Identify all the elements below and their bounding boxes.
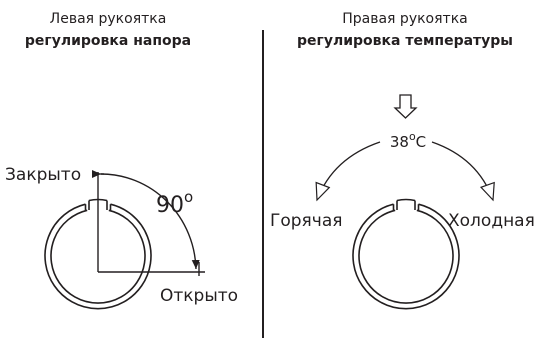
degree-symbol: o [184, 188, 193, 206]
angle-value: 90 [156, 193, 184, 218]
temperature-unit: C [416, 133, 426, 151]
temperature-degree: o [409, 130, 416, 143]
cold-label: Холодная [448, 211, 535, 231]
cold-arc-arrow [431, 141, 495, 202]
left-panel-subtitle: регулировка напора [25, 33, 191, 49]
left-panel-title: Левая рукоятка [50, 11, 167, 27]
right-panel-title: Правая рукоятка [342, 11, 468, 27]
right-handle-ring [352, 198, 460, 310]
rotation-arc-arrow [91, 169, 200, 270]
temperature-label: 38oC [390, 130, 426, 151]
temperature-value: 38 [390, 133, 409, 151]
closed-label: Закрыто [5, 165, 81, 185]
down-arrow-icon [393, 94, 418, 119]
hot-label: Горячая [270, 211, 342, 231]
hot-arc-arrow [315, 141, 381, 202]
right-panel-subtitle: регулировка температуры [297, 33, 513, 49]
open-label: Открыто [160, 286, 238, 306]
angle-label: 90o [156, 188, 193, 218]
